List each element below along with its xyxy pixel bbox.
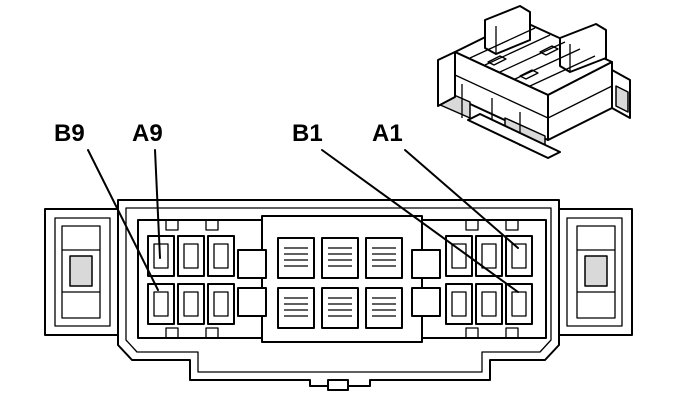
pin-label-b1: B1 xyxy=(292,120,323,147)
terminal-row-a-right xyxy=(445,235,533,277)
terminal-row-b-left xyxy=(147,283,235,325)
connector-front-view xyxy=(44,199,633,391)
terminal-row-b-right xyxy=(445,283,533,325)
cavity-vents xyxy=(284,247,396,317)
leader-lines xyxy=(87,149,519,293)
pin-label-a1: A1 xyxy=(372,120,403,147)
pin-label-a9: A9 xyxy=(132,120,163,147)
pin-label-b9: B9 xyxy=(54,120,85,147)
leader-b1 xyxy=(321,149,519,293)
connector-isometric-view xyxy=(437,5,631,159)
center-cavities xyxy=(277,237,403,329)
leader-a9 xyxy=(154,149,161,259)
terminal-row-a-left xyxy=(147,235,235,277)
leader-a1 xyxy=(404,149,519,249)
leader-b9 xyxy=(87,149,159,291)
